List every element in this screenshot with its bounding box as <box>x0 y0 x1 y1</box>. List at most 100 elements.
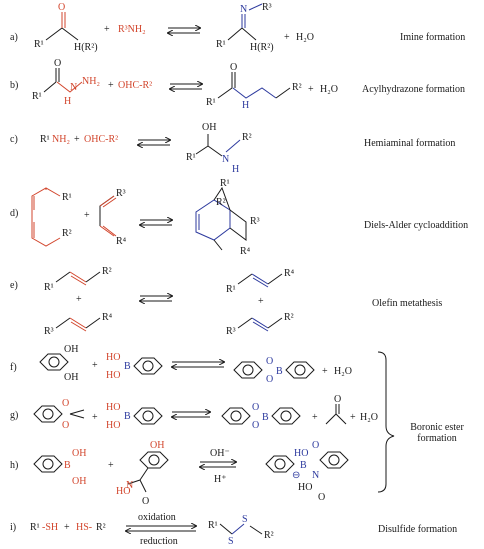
boronic-ester-label-2: formation <box>417 433 457 444</box>
svg-text:HO: HO <box>298 482 312 493</box>
svg-text:O: O <box>266 356 273 367</box>
svg-text:+: + <box>258 296 264 307</box>
svg-text:R²: R² <box>242 132 252 143</box>
svg-text:e): e) <box>10 280 18 291</box>
svg-text:R³: R³ <box>44 326 54 337</box>
svg-text:Diels-Alder cycloaddition: Diels-Alder cycloaddition <box>364 220 468 231</box>
svg-text:c): c) <box>10 134 18 145</box>
svg-text:OH: OH <box>72 476 86 487</box>
boronic-brace <box>377 351 395 493</box>
svg-text:+: + <box>108 80 114 91</box>
svg-text:O: O <box>62 398 69 409</box>
svg-text:R²: R² <box>292 82 302 93</box>
reaction-c: c) R¹ NH₂ + OHC-R² OH R¹ N H R² Hemiamin… <box>10 122 455 175</box>
svg-text:-SH: -SH <box>42 522 58 533</box>
svg-text:+: + <box>312 412 318 423</box>
reaction-d: d) R¹ R² + R³ R⁴ R¹ R² R³ R⁴ Diels-Alder… <box>10 178 468 257</box>
svg-text:R¹: R¹ <box>220 178 230 189</box>
svg-text:OH⁻: OH⁻ <box>210 448 230 459</box>
svg-text:R⁴: R⁴ <box>102 312 113 323</box>
svg-text:OH: OH <box>150 440 164 451</box>
svg-text:B: B <box>64 460 71 471</box>
svg-text:H₂O: H₂O <box>320 84 338 95</box>
svg-text:oxidation: oxidation <box>138 512 176 523</box>
svg-text:R³: R³ <box>262 2 272 13</box>
reaction-i: i) R¹ -SH + HS- R² oxidation reduction R… <box>10 512 457 547</box>
svg-text:R²: R² <box>216 197 226 208</box>
svg-text:OH: OH <box>64 344 78 355</box>
svg-text:R¹: R¹ <box>34 39 44 50</box>
svg-text:R¹: R¹ <box>44 282 54 293</box>
svg-text:+: + <box>84 210 90 221</box>
svg-text:R¹: R¹ <box>32 91 42 102</box>
svg-text:+: + <box>76 294 82 305</box>
svg-text:O: O <box>318 492 325 503</box>
svg-text:HO: HO <box>294 448 308 459</box>
svg-text:B: B <box>124 361 131 372</box>
svg-text:HO: HO <box>106 402 120 413</box>
svg-text:H: H <box>232 164 239 175</box>
svg-text:R¹: R¹ <box>62 192 72 203</box>
svg-text:O: O <box>266 374 273 385</box>
svg-text:OHC-R²: OHC-R² <box>84 134 118 145</box>
svg-text:H: H <box>242 100 249 111</box>
svg-text:+: + <box>104 24 110 35</box>
svg-text:H₂O: H₂O <box>296 32 314 43</box>
svg-text:N: N <box>240 4 247 15</box>
svg-text:O: O <box>54 58 61 69</box>
svg-text:O: O <box>142 496 149 507</box>
svg-text:R²: R² <box>284 312 294 323</box>
svg-text:H(R²): H(R²) <box>250 42 274 53</box>
svg-text:Olefin metathesis: Olefin metathesis <box>372 298 442 309</box>
svg-text:O: O <box>58 2 65 13</box>
svg-text:R³: R³ <box>250 216 260 227</box>
svg-text:HO: HO <box>106 370 120 381</box>
svg-text:H⁺: H⁺ <box>214 474 227 485</box>
svg-text:R⁴: R⁴ <box>284 268 295 279</box>
svg-text:O: O <box>252 402 259 413</box>
svg-text:⊖: ⊖ <box>292 470 300 481</box>
svg-text:+: + <box>64 522 70 533</box>
svg-text:reduction: reduction <box>140 536 178 547</box>
svg-text:N: N <box>312 470 319 481</box>
svg-text:+: + <box>74 134 80 145</box>
svg-text:R²: R² <box>102 266 112 277</box>
svg-text:d): d) <box>10 208 18 219</box>
svg-text:R¹: R¹ <box>208 520 218 531</box>
svg-text:B: B <box>262 412 269 423</box>
svg-text:R⁴: R⁴ <box>116 236 127 247</box>
svg-text:Hemiaminal formation: Hemiaminal formation <box>364 138 455 149</box>
svg-text:B: B <box>124 411 131 422</box>
svg-text:R³: R³ <box>116 188 126 199</box>
svg-text:N: N <box>222 154 229 165</box>
svg-text:R¹: R¹ <box>40 134 50 145</box>
svg-text:R⁴: R⁴ <box>240 246 251 257</box>
svg-text:NH₂: NH₂ <box>82 76 100 87</box>
reaction-g: g) O O + HO HO B O O B + O + H₂O <box>10 394 378 431</box>
svg-text:OH: OH <box>202 122 216 133</box>
svg-text:OH: OH <box>72 448 86 459</box>
reaction-h: h) B OH OH + OH HO N O OH⁻ H⁺ HO B ⊖ O N… <box>10 440 349 507</box>
svg-text:H: H <box>64 96 71 107</box>
boronic-ester-label: Boronic ester formation <box>394 422 480 444</box>
svg-text:H(R²): H(R²) <box>74 42 98 53</box>
reaction-a: a) O R¹ H(R²) + R³NH₂ N R³ R¹ H(R²) + H₂… <box>10 2 465 53</box>
svg-text:NH₂: NH₂ <box>52 134 70 145</box>
svg-text:O: O <box>312 440 319 451</box>
svg-text:HO: HO <box>106 420 120 431</box>
svg-text:R³NH₂: R³NH₂ <box>118 24 146 35</box>
svg-text:+: + <box>108 460 114 471</box>
svg-text:B: B <box>276 366 283 377</box>
svg-text:Disulfide formation: Disulfide formation <box>378 524 457 535</box>
svg-text:S: S <box>228 536 234 547</box>
reaction-e: e) R¹ R² + R³ R⁴ R¹ R⁴ + R³ R² Olefin me… <box>10 266 442 337</box>
svg-text:N: N <box>70 82 77 93</box>
svg-text:R²: R² <box>96 522 106 533</box>
svg-text:O: O <box>230 62 237 73</box>
svg-text:R¹: R¹ <box>216 39 226 50</box>
name-a: Imine formation <box>400 32 465 43</box>
svg-text:N: N <box>126 480 133 491</box>
svg-text:S: S <box>242 514 248 525</box>
svg-text:+: + <box>92 360 98 371</box>
